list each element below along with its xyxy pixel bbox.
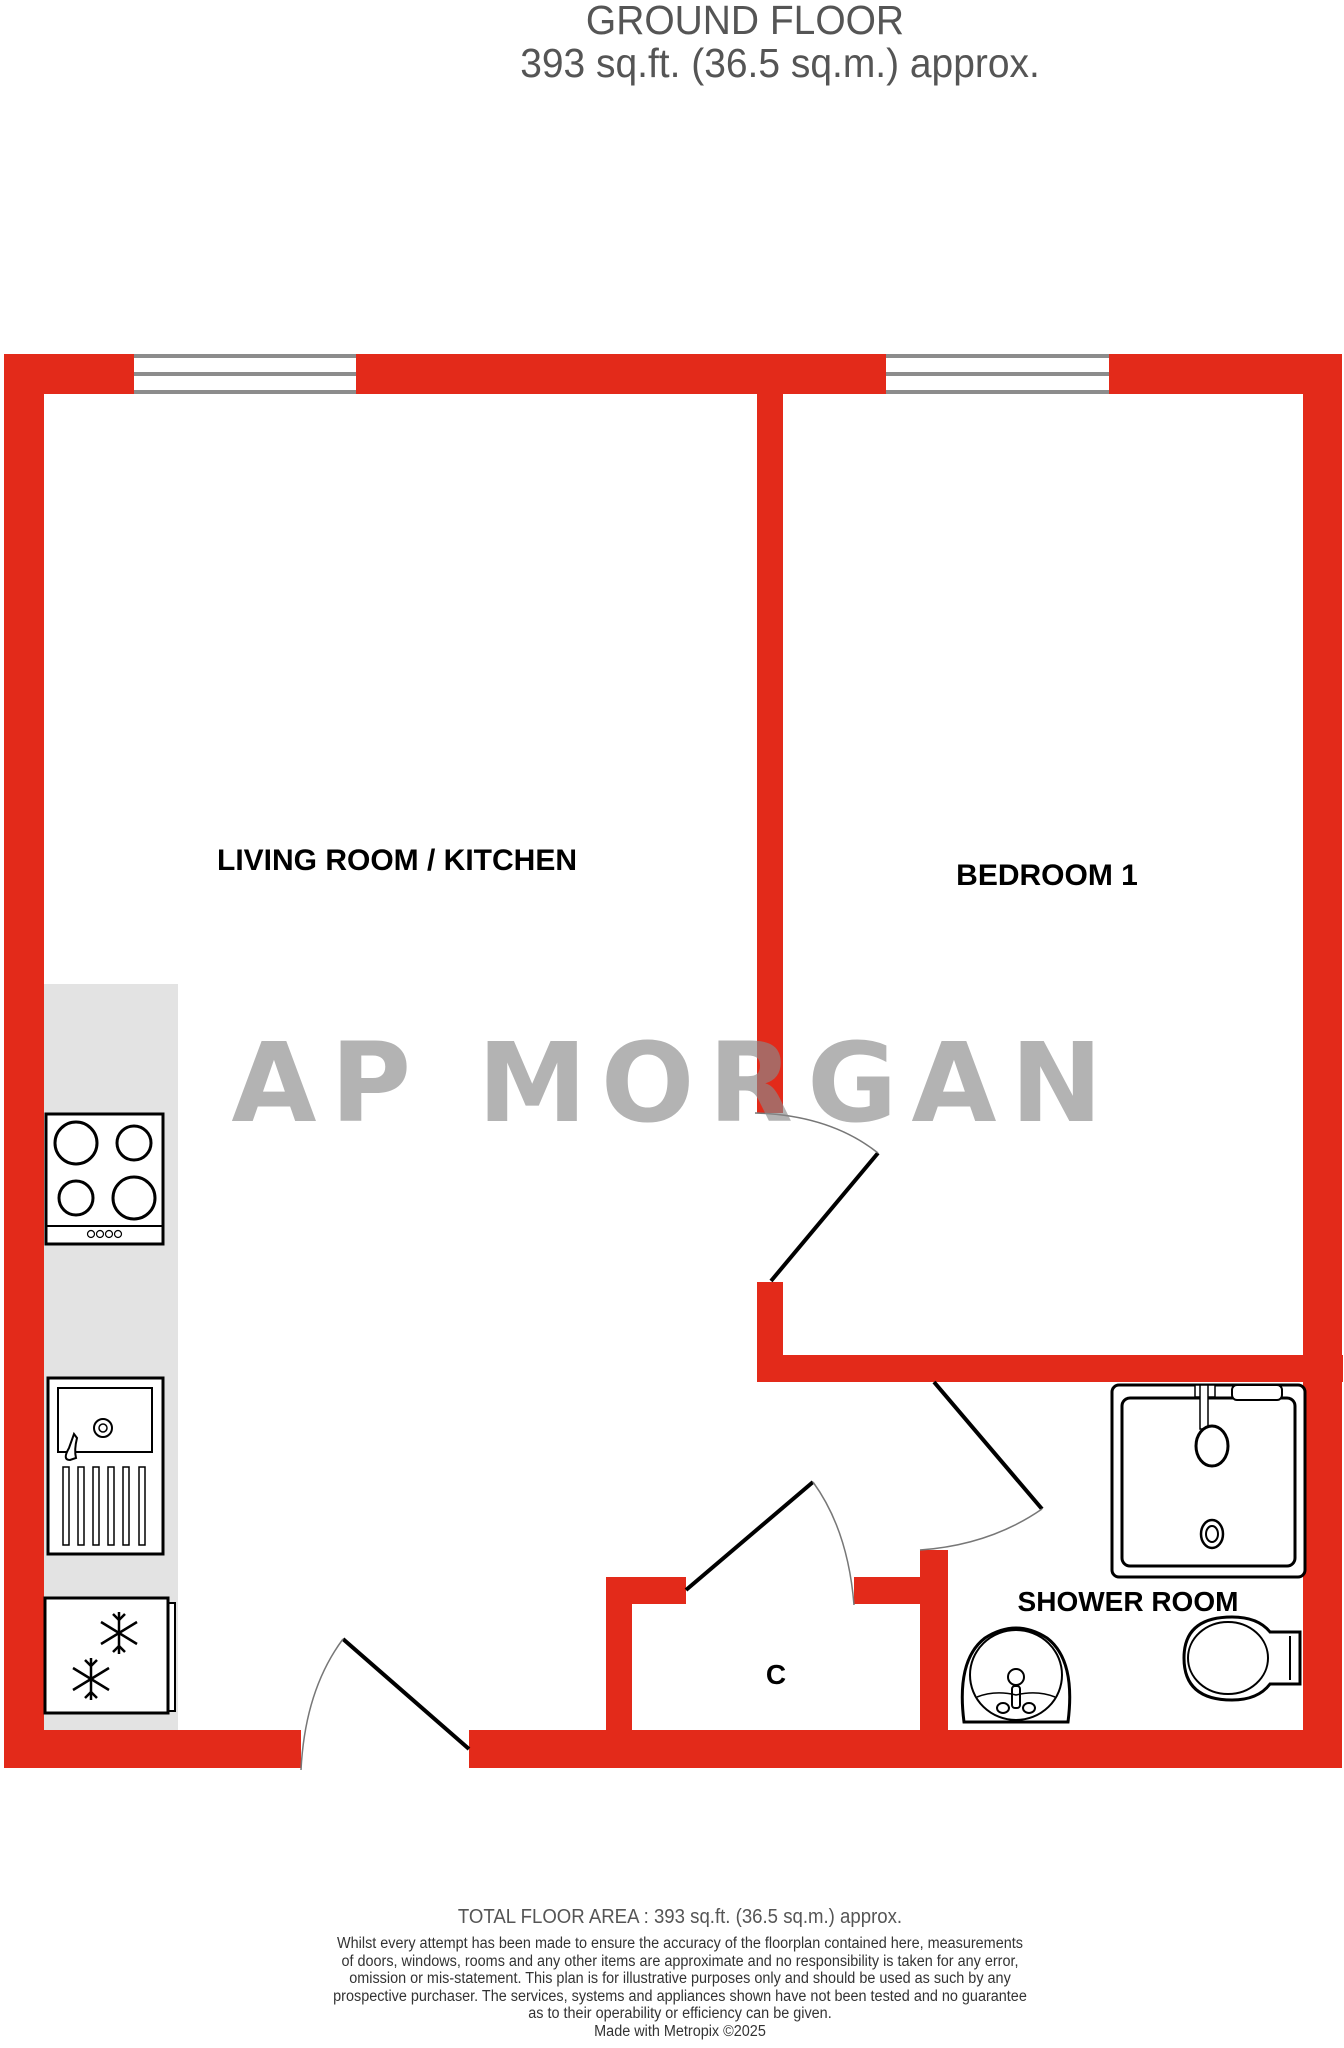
shower-room-left-wall: [920, 1550, 948, 1736]
living-room-label: LIVING ROOM / KITCHEN: [217, 844, 577, 877]
bedroom-bottom-wall: [757, 1355, 1343, 1382]
snowflake-icon: [72, 1658, 110, 1700]
snowflake-icon: [100, 1612, 138, 1654]
disclaimer-line: Whilst every attempt has been made to en…: [337, 1935, 1023, 1952]
walls: [4, 354, 1343, 1768]
window-living: [134, 354, 356, 394]
window-bedroom: [886, 354, 1109, 394]
total-floor-area: TOTAL FLOOR AREA : 393 sq.ft. (36.5 sq.m…: [457, 1906, 903, 1928]
fridge-freezer-icon: [43, 1596, 176, 1715]
bedroom-door[interactable]: [754, 1112, 880, 1283]
floor-title: GROUND FLOOR: [585, 0, 905, 43]
floor-area: 393 sq.ft. (36.5 sq.m.) approx.: [520, 40, 1040, 86]
disclaimer: Whilst every attempt has been made to en…: [271, 1935, 1089, 2023]
wash-basin-icon: [960, 1626, 1072, 1724]
disclaimer-line: as to their operability or efficiency ca…: [528, 2005, 832, 2023]
watermark-logo: AP MORGAN: [231, 1019, 1116, 1147]
shower-room-door[interactable]: [919, 1380, 1044, 1551]
toilet-icon: [1182, 1615, 1302, 1702]
entrance-door[interactable]: [300, 1637, 471, 1771]
outer-wall-bottom-left: [4, 1730, 301, 1768]
shower-tray-icon: [1110, 1383, 1307, 1579]
interior-wall-upper: [757, 354, 783, 1113]
cupboard-label: C: [766, 1659, 786, 1690]
outer-wall-bottom-right: [469, 1730, 1342, 1768]
hob-icon: [44, 1112, 165, 1246]
cupboard-top-wall-right: [854, 1577, 924, 1604]
cupboard-door[interactable]: [684, 1480, 855, 1606]
shower-room-label: SHOWER ROOM: [1018, 1586, 1239, 1617]
disclaimer-line: prospective purchaser. The services, sys…: [333, 1987, 1027, 2005]
disclaimer-line: omission or mis-statement. This plan is …: [349, 1970, 1011, 1988]
sink-icon: [46, 1376, 165, 1556]
outer-wall-right: [1303, 354, 1342, 1768]
cupboard-top-wall-left: [606, 1577, 686, 1604]
made-with-credit: Made with Metropix ©2025: [594, 2023, 766, 2040]
outer-wall-left: [4, 354, 44, 1768]
disclaimer-line: of doors, windows, rooms and any other i…: [341, 1952, 1019, 1970]
bedroom-label: BEDROOM 1: [956, 859, 1138, 892]
